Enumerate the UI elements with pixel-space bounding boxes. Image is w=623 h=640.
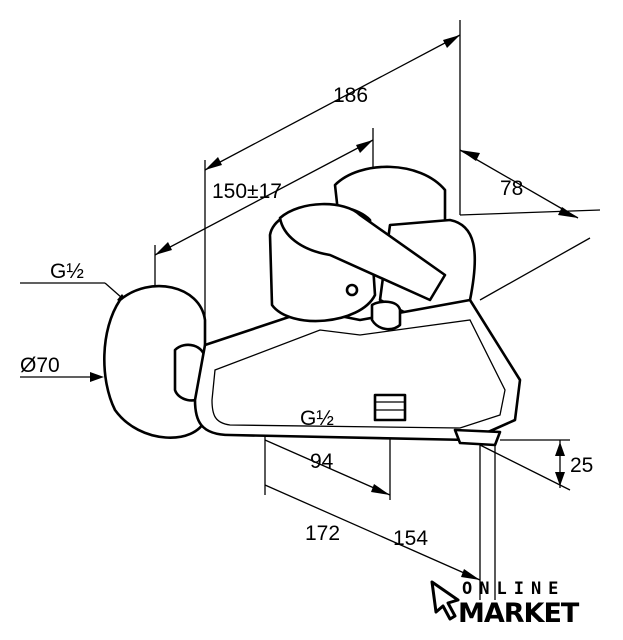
- dim-78-label: 78: [500, 177, 523, 200]
- logo-line1: ONLINE: [462, 579, 565, 599]
- faucet-body: [103, 165, 522, 447]
- dimension-lines: [20, 34, 579, 581]
- aerator: [453, 428, 502, 447]
- dim-g-half-wall-label: G½: [50, 260, 84, 283]
- dim-94-label: 94: [310, 450, 334, 473]
- outlet-thread: [373, 393, 407, 422]
- dim-186-label: 186: [333, 84, 368, 107]
- lever: [278, 202, 447, 302]
- extension-lines: [154, 20, 601, 600]
- dim-diameter-label: Ø70: [20, 354, 60, 377]
- logo-line2: MARKET: [458, 598, 580, 629]
- online-market-logo: ONLINE MARKET: [430, 579, 581, 629]
- dim-154-label: 154: [393, 527, 428, 550]
- diverter-knob: [370, 300, 402, 331]
- dim-150-label: 150±17: [212, 180, 282, 203]
- dim-25-label: 25: [570, 454, 593, 477]
- left-rosette: [103, 284, 207, 439]
- cursor-icon: [430, 580, 460, 621]
- dim-172-label: 172: [305, 522, 340, 545]
- dim-g-half-outlet-label: G½: [300, 407, 334, 430]
- spout: [193, 298, 522, 442]
